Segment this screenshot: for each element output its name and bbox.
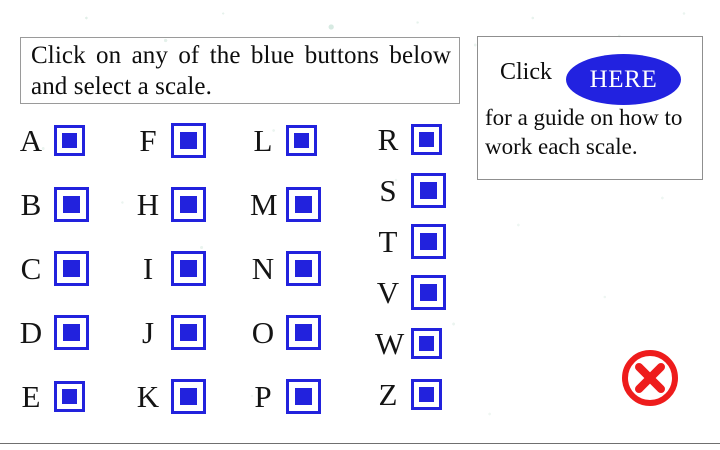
scale-row: D <box>18 310 89 354</box>
scale-row: M <box>250 182 321 226</box>
scale-button-fill <box>62 132 77 148</box>
scale-button-fill <box>180 387 197 405</box>
scale-row: P <box>250 374 321 418</box>
scale-letter-d: D <box>19 314 43 350</box>
scale-button-fill <box>180 323 197 341</box>
scale-button-fill <box>63 259 80 277</box>
guide-description: for a guide on how to work each scale. <box>485 105 683 159</box>
here-button[interactable]: HERE <box>566 54 681 105</box>
scale-button-fill <box>180 131 197 149</box>
scale-row: E <box>18 374 89 418</box>
scale-button-fill <box>419 131 434 147</box>
scale-letter-t: T <box>378 223 398 259</box>
scale-letter-i: I <box>142 250 154 286</box>
scale-row: I <box>135 246 206 290</box>
scale-row: R <box>375 118 446 160</box>
scale-button-z[interactable] <box>411 378 442 410</box>
scale-row: V <box>375 271 446 313</box>
scale-letter-c: C <box>20 250 42 286</box>
scale-letter-a: A <box>19 122 43 158</box>
scale-row: B <box>18 182 89 226</box>
scale-row: J <box>135 310 206 354</box>
scale-button-n[interactable] <box>286 250 321 286</box>
scale-button-v[interactable] <box>411 274 446 310</box>
scale-letter-f: F <box>139 122 157 158</box>
bottom-divider <box>0 443 720 444</box>
scale-row: O <box>250 310 321 354</box>
scale-letter-z: Z <box>378 376 398 412</box>
scale-button-fill <box>180 259 197 277</box>
scale-button-fill <box>419 335 434 351</box>
scale-button-fill <box>295 259 312 277</box>
scale-button-fill <box>420 283 437 301</box>
scale-button-fill <box>63 323 80 341</box>
here-button-label: HERE <box>589 65 658 93</box>
scale-letter-w: W <box>375 325 405 361</box>
scale-row: H <box>135 182 206 226</box>
scale-row: S <box>375 169 446 211</box>
scale-button-w[interactable] <box>411 327 442 359</box>
scale-button-fill <box>294 132 309 148</box>
scale-row: K <box>135 374 206 418</box>
scale-letter-l: L <box>253 122 273 158</box>
scale-button-p[interactable] <box>286 378 321 414</box>
scale-letter-h: H <box>136 186 160 222</box>
scale-letter-r: R <box>377 121 399 157</box>
close-icon[interactable] <box>621 349 679 407</box>
scale-button-fill <box>63 195 80 213</box>
scale-button-k[interactable] <box>171 378 206 414</box>
scale-row: L <box>250 118 321 162</box>
scale-letter-e: E <box>21 378 41 414</box>
scale-row: T <box>375 220 446 262</box>
scale-row: N <box>250 246 321 290</box>
scale-button-fill <box>295 195 312 213</box>
scale-letter-s: S <box>379 172 397 208</box>
scale-row: Z <box>375 373 446 415</box>
scale-button-d[interactable] <box>54 314 89 350</box>
guide-click-label: Click <box>500 59 552 85</box>
scale-button-m[interactable] <box>286 186 321 222</box>
scale-button-r[interactable] <box>411 123 442 155</box>
scale-letter-p: P <box>254 378 272 414</box>
scale-button-a[interactable] <box>54 124 85 156</box>
scale-button-l[interactable] <box>286 124 317 156</box>
scale-button-h[interactable] <box>171 186 206 222</box>
guide-header-row: Click HERE <box>478 45 702 105</box>
scale-letter-m: M <box>250 186 278 222</box>
scale-letter-b: B <box>20 186 42 222</box>
scale-button-fill <box>420 232 437 250</box>
scale-button-b[interactable] <box>54 186 89 222</box>
scale-letter-k: K <box>136 378 160 414</box>
scale-letter-j: J <box>141 314 155 350</box>
scale-button-f[interactable] <box>171 122 206 158</box>
scale-button-j[interactable] <box>171 314 206 350</box>
scale-row: C <box>18 246 89 290</box>
guide-box: Click HERE for a guide on how to work ea… <box>477 36 703 180</box>
scale-letter-n: N <box>251 250 275 286</box>
scale-row: A <box>18 118 89 162</box>
scale-button-t[interactable] <box>411 223 446 259</box>
scale-row: F <box>135 118 206 162</box>
instruction-text: Click on any of the blue buttons below a… <box>31 42 451 100</box>
scale-button-fill <box>295 323 312 341</box>
scale-button-fill <box>420 181 437 199</box>
scale-button-fill <box>62 388 77 404</box>
scale-button-fill <box>419 386 434 402</box>
scale-button-e[interactable] <box>54 380 85 412</box>
scale-button-i[interactable] <box>171 250 206 286</box>
instruction-box: Click on any of the blue buttons below a… <box>20 37 460 104</box>
scale-row: W <box>375 322 446 364</box>
scale-letter-v: V <box>376 274 400 310</box>
scale-button-fill <box>180 195 197 213</box>
scale-button-c[interactable] <box>54 250 89 286</box>
scale-button-s[interactable] <box>411 172 446 208</box>
scale-button-fill <box>295 387 312 405</box>
scale-letter-o: O <box>251 314 275 350</box>
scale-button-o[interactable] <box>286 314 321 350</box>
